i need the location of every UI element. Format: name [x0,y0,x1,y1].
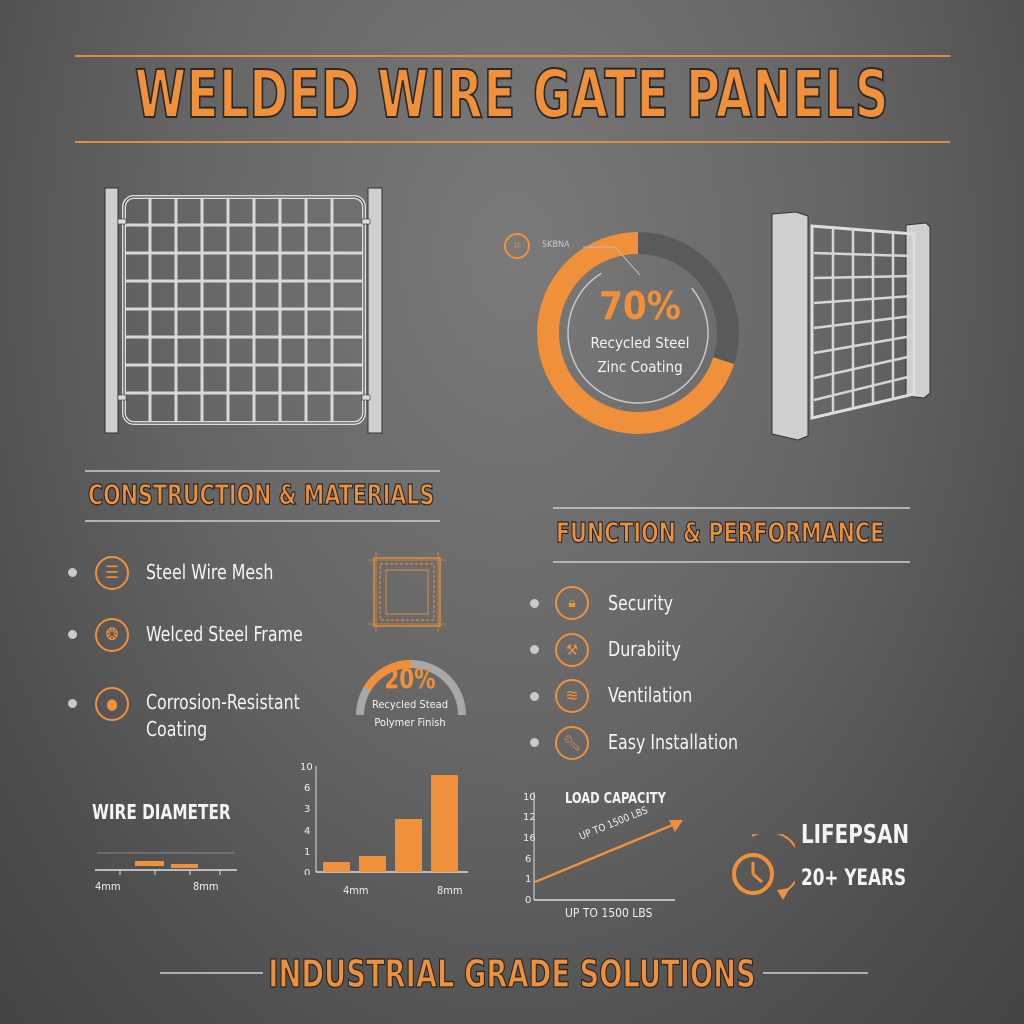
load-capacity-title: LOAD CAPACITY [565,789,666,807]
construction-rule-bottom [85,520,440,522]
footer-rule-left [160,972,263,974]
svg-text:1: 1 [304,847,310,858]
function-rule-top [553,507,910,509]
svg-text:6: 6 [304,783,310,794]
function-section-title: FUNCTION & PERFORMANCE [556,515,885,549]
bullet [530,738,539,747]
svg-text:6: 6 [525,854,531,865]
gate-perspective-illustration [771,211,931,441]
bullet [68,699,77,708]
callout-badge-icon: ⌗ [504,233,530,259]
wire-diameter-title: WIRE DIAMETER [92,800,231,824]
bullet [68,630,77,639]
bullet [530,645,539,654]
water-drop-icon: ● [95,687,129,721]
donut-main-line2: Zinc Coating [597,358,683,376]
frame-weld-icon: ❂ [95,618,129,652]
lifespan-title: LIFEPSAN [801,820,910,850]
wrench-icon: 🔧︎ [555,726,589,760]
bullet [68,568,77,577]
svg-text:10: 10 [523,792,536,803]
function-item-security: Security [608,591,674,615]
recycled-steel-donut-chart [537,232,739,434]
donut-small-line2: Polymer Finish [374,716,446,729]
function-rule-bottom [553,561,910,563]
polymer-finish-gauge-chart [356,659,466,716]
bar-x-label-min: 4mm [343,884,369,897]
function-item-ventilation: Ventilation [608,683,693,707]
footer-rule-right [763,972,868,974]
wire-diameter-gauge [95,852,237,875]
frame-blueprint-icon [368,552,446,632]
footer-title: INDUSTRIAL GRADE SOLUTIONS [268,951,756,996]
gate-front-illustration [104,187,383,434]
function-item-easy-installation: Easy Installation [608,730,739,754]
svg-text:1: 1 [525,874,531,885]
svg-text:0: 0 [304,868,310,875]
svg-text:10: 10 [300,762,313,773]
clock-icon [732,834,795,900]
load-capacity-x-label: UP TO 1500 LBS [565,906,653,920]
ventilation-icon: ≋ [555,679,589,713]
construction-item-coating-line2: Coating [146,717,208,741]
construction-section-title: CONSTRUCTION & MATERIALS [88,477,435,511]
wire-mesh-icon: ☰ [95,556,129,590]
hammer-icon: ⚒︎ [555,633,589,667]
title-rule-bottom [75,141,950,143]
wire-max-label: 8mm [193,880,219,893]
svg-text:3: 3 [304,804,310,815]
construction-item-welded-frame: Welced Steel Frame [146,622,303,646]
donut-main-percent: 70% [599,284,681,328]
svg-text:16: 16 [523,833,536,844]
donut-callout-label: SKBNA [542,240,570,250]
title-rule-top [75,55,950,57]
svg-text:4: 4 [304,826,310,837]
svg-text:12: 12 [523,812,536,823]
donut-small-percent: 20% [384,662,436,695]
bar-x-label-max: 8mm [437,884,463,897]
page-title: WELDED WIRE GATE PANELS [134,55,890,134]
bullet [530,599,539,608]
donut-small-line1: Recycled Stead [371,698,449,711]
donut-main-line1: Recycled Steel [590,334,690,352]
bullet [530,692,539,701]
svg-text:0: 0 [525,895,531,906]
lock-icon: 🔒︎ [555,586,589,620]
wire-min-label: 4mm [95,880,121,893]
lifespan-value: 20+ YEARS [801,866,907,891]
function-item-durability: Durabiity [608,637,681,661]
construction-rule-top [85,470,440,472]
construction-item-coating-line1: Corrosion-Resistant [146,690,300,714]
construction-item-wire-mesh: Steel Wire Mesh [146,560,274,584]
